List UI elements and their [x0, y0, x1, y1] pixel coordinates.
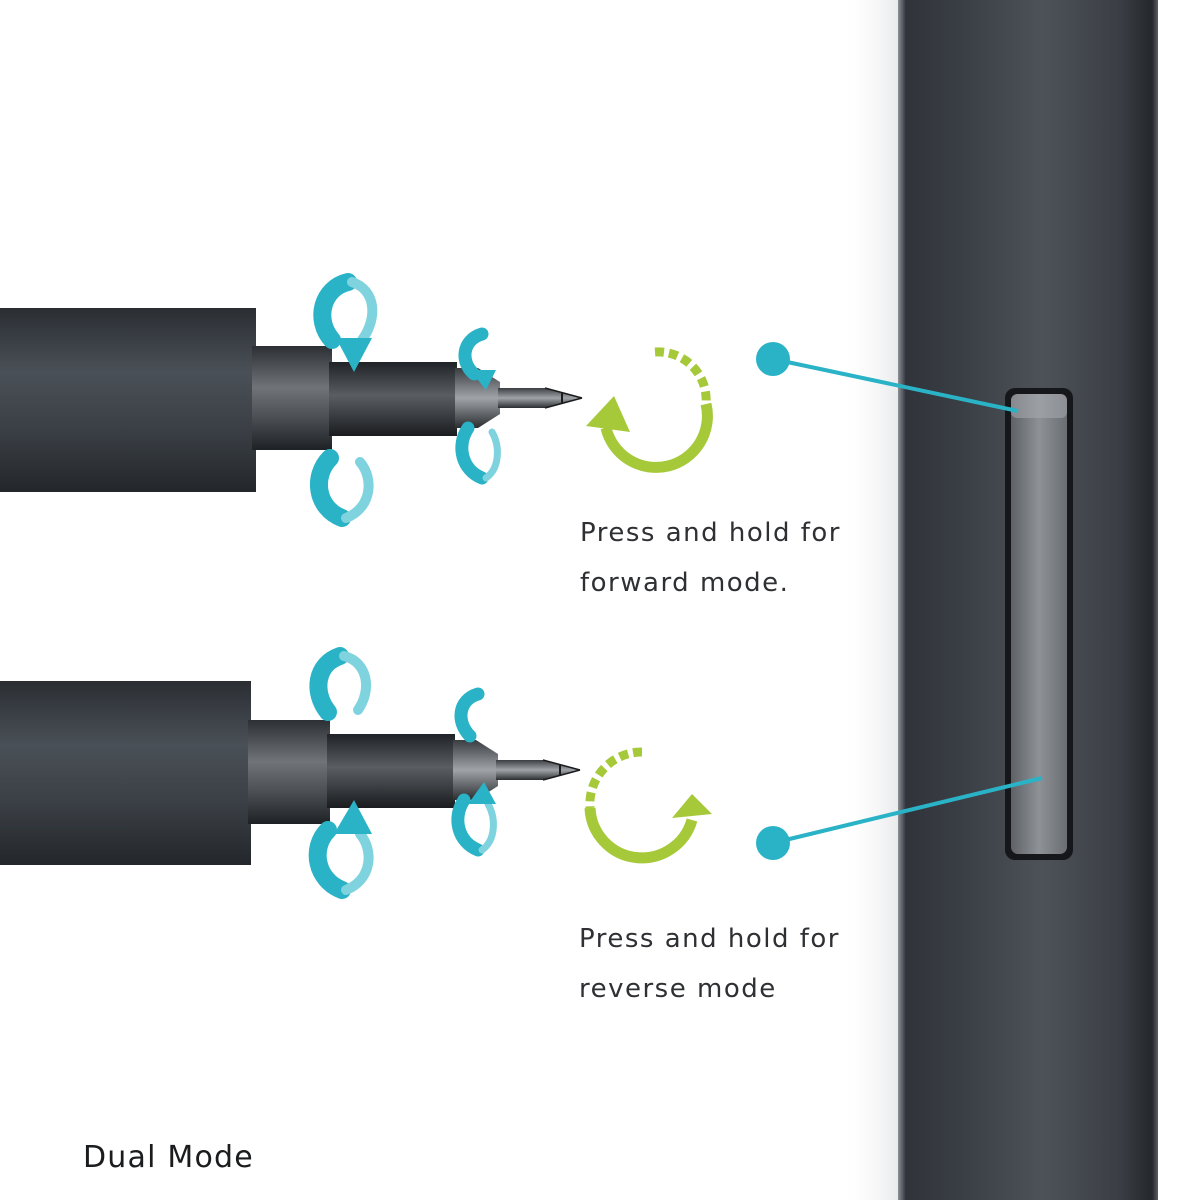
shaft — [329, 362, 457, 436]
page-title: Dual Mode — [83, 1140, 254, 1175]
mode-button[interactable] — [1011, 394, 1067, 854]
screwdriver-reverse — [0, 681, 581, 865]
callout-reverse — [756, 776, 1043, 860]
reverse-mode-label-line1: Press and hold for — [579, 924, 840, 954]
pen-shadow — [840, 0, 900, 1200]
clockwise-arrow-icon — [586, 347, 713, 473]
rotation-arrow-icon — [308, 647, 497, 899]
handle — [0, 308, 256, 492]
reverse-mode-label: Press and hold for reverse mode — [579, 914, 840, 1014]
handle — [0, 681, 251, 865]
bit-tip — [498, 388, 582, 408]
forward-mode-label: Press and hold for forward mode. — [580, 508, 841, 608]
reverse-mode-label-line2: reverse mode — [579, 974, 777, 1004]
bit-tip — [496, 760, 580, 780]
hex-bit — [453, 740, 498, 800]
forward-mode-label-line2: forward mode. — [580, 568, 790, 598]
shaft — [327, 734, 455, 808]
collar — [252, 346, 332, 450]
forward-mode-label-line1: Press and hold for — [580, 518, 841, 548]
callout-forward — [756, 342, 1019, 413]
screwdriver-forward — [0, 308, 583, 492]
counterclockwise-arrow-icon — [584, 747, 712, 864]
collar — [248, 720, 330, 824]
pen-body — [898, 0, 1179, 1200]
rotation-arrow-icon — [309, 273, 501, 527]
